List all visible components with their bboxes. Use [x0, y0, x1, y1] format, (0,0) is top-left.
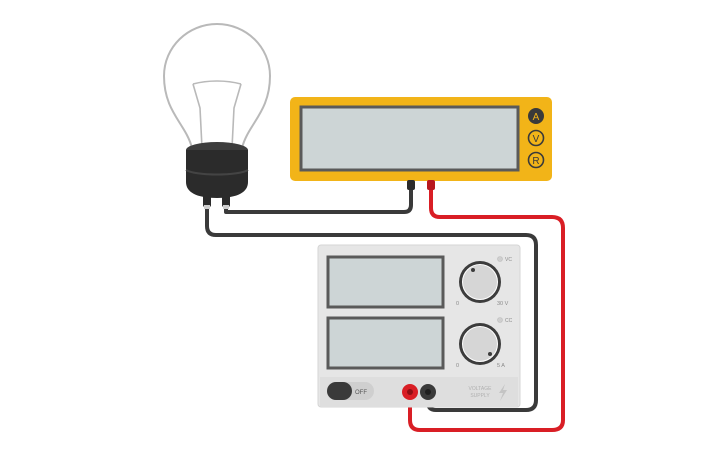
power-switch[interactable]: OFF — [327, 382, 374, 400]
vc-indicator-led — [497, 256, 503, 262]
power-supply[interactable]: VC 0 30 V CC 0 5 A OFF VOLTAGE SUPPL — [317, 244, 521, 408]
bulb-base-groove — [185, 169, 249, 176]
wire-bulb-to-multimeter[interactable] — [224, 186, 413, 214]
voltage-knob-pointer — [471, 268, 475, 272]
current-knob-pointer — [488, 352, 492, 356]
cc-indicator-label: CC — [505, 318, 513, 324]
supply-terminal-positive[interactable] — [402, 384, 418, 400]
current-min-label: 0 — [456, 363, 459, 369]
lightning-icon — [499, 384, 507, 401]
multimeter[interactable]: A V R — [290, 97, 552, 190]
wires — [205, 186, 565, 432]
bulb-glass — [162, 22, 272, 149]
mode-label-v: V — [533, 134, 540, 145]
mode-button-voltmeter[interactable]: V — [527, 129, 545, 147]
light-bulb-icon[interactable] — [162, 22, 272, 209]
multimeter-display — [299, 105, 520, 172]
wire-bulb-to-supply-negative[interactable] — [205, 203, 538, 412]
bulb-terminal-2-tip — [223, 205, 229, 209]
voltage-knob[interactable] — [459, 261, 501, 303]
brand-line-1: VOLTAGE — [469, 386, 493, 392]
multimeter-terminal-black[interactable] — [407, 180, 415, 190]
power-switch-label: OFF — [355, 390, 367, 396]
bulb-terminal-1-tip — [204, 205, 210, 209]
current-max-label: 5 A — [497, 363, 505, 369]
bulb-terminal-1[interactable] — [203, 194, 211, 207]
mode-label-a: A — [533, 112, 540, 123]
mode-button-ammeter[interactable]: A — [528, 108, 544, 124]
bulb-filament — [192, 80, 242, 149]
voltage-max-label: 30 V — [497, 301, 509, 307]
current-knob[interactable] — [459, 323, 501, 365]
supply-terminal-negative[interactable] — [420, 384, 436, 400]
power-switch-knob — [327, 382, 352, 400]
mode-button-ohmmeter[interactable]: R — [527, 151, 545, 169]
current-display — [326, 316, 445, 370]
voltage-display — [326, 255, 445, 309]
voltage-min-label: 0 — [456, 301, 459, 307]
multimeter-terminal-red[interactable] — [427, 180, 435, 190]
bulb-terminal-2[interactable] — [222, 194, 230, 207]
cc-indicator-led — [497, 317, 503, 323]
brand-line-2: SUPPLY — [470, 393, 490, 399]
mode-label-r: R — [532, 156, 539, 167]
vc-indicator-label: VC — [505, 257, 512, 263]
wire-multimeter-to-supply-positive[interactable] — [408, 186, 565, 432]
